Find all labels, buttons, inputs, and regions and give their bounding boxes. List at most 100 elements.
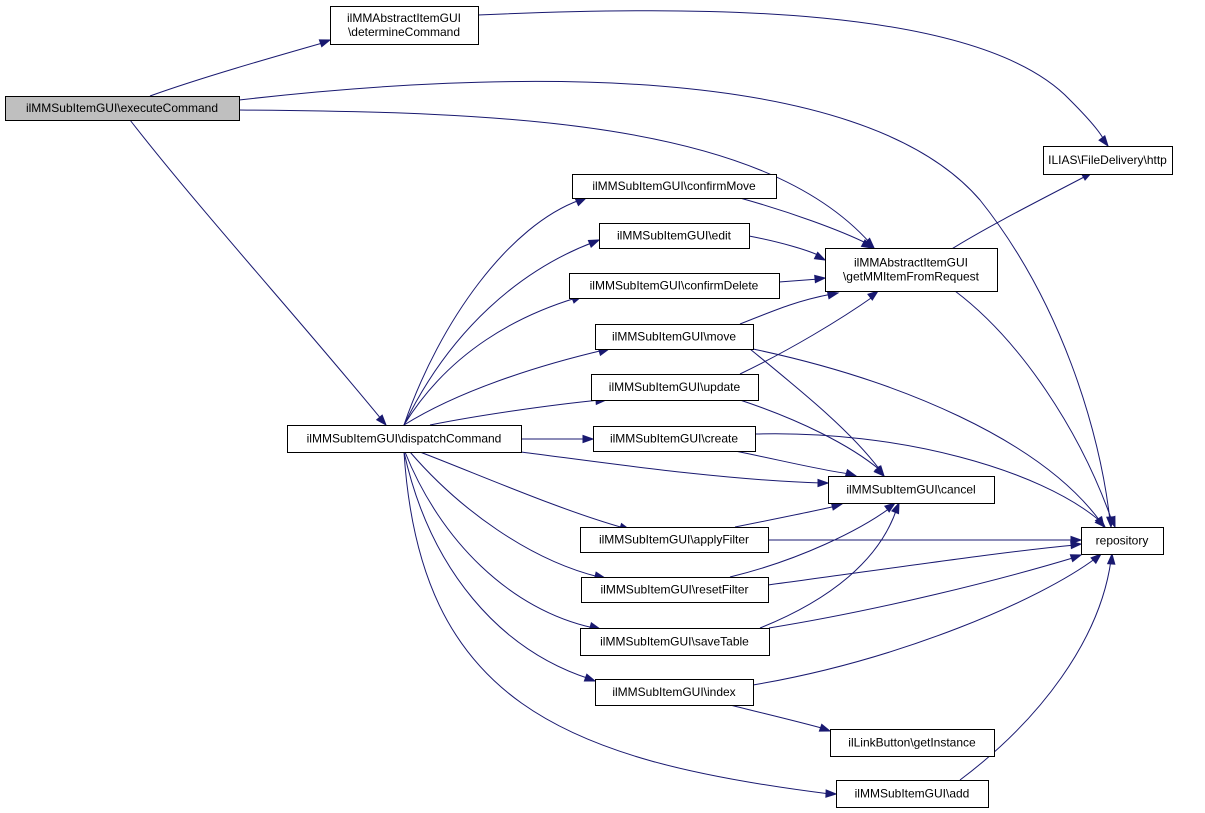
edge-applyFilter-to-cancel <box>734 502 844 528</box>
node-edit[interactable]: ilMMSubItemGUI\edit <box>599 223 750 249</box>
node-label: ilMMSubItemGUI\dispatchCommand <box>307 432 502 446</box>
node-box <box>593 426 756 452</box>
node-box <box>1043 146 1173 175</box>
edge-determineCommand-to-fileDeliveryHttp <box>477 10 1109 148</box>
edges <box>129 10 1116 798</box>
arrowhead <box>318 39 332 48</box>
node-label: ilMMSubItemGUI\applyFilter <box>599 533 749 547</box>
node-label: ilMMSubItemGUI\resetFilter <box>600 583 748 597</box>
arrowhead <box>813 251 827 261</box>
node-add[interactable]: ilMMSubItemGUI\add <box>836 780 989 808</box>
node-update[interactable]: ilMMSubItemGUI\update <box>591 374 759 401</box>
node-box <box>330 6 479 45</box>
arrowhead <box>860 239 874 249</box>
node-label: ilMMSubItemGUI\move <box>612 330 736 344</box>
node-box <box>580 527 769 553</box>
arrowhead <box>826 291 840 300</box>
node-box <box>828 476 995 504</box>
node-label: ILIAS\FileDelivery\http <box>1048 153 1167 167</box>
arrowhead <box>1107 515 1116 529</box>
edge-resetFilter-to-cancel <box>729 502 897 578</box>
arrowhead <box>1094 516 1107 529</box>
arrowhead <box>375 414 387 427</box>
node-label: ilMMSubItemGUI\confirmDelete <box>590 279 759 293</box>
arrowhead <box>574 197 588 207</box>
arrowhead <box>582 434 595 444</box>
node-label: ilMMSubItemGUI\update <box>609 380 741 394</box>
arrowhead <box>825 789 838 798</box>
node-saveTable[interactable]: ilMMSubItemGUI\saveTable <box>580 628 770 656</box>
node-box <box>830 729 995 757</box>
node-executeCommand[interactable]: ilMMSubItemGUI\executeCommand <box>5 96 240 121</box>
edge-dispatchCommand-to-confirmMove <box>403 197 588 426</box>
node-label: repository <box>1096 534 1149 548</box>
arrowhead <box>1069 554 1083 563</box>
node-box <box>591 374 759 401</box>
edge-getMMItemFromRequest-to-repository <box>954 290 1116 529</box>
node-label: ilLinkButton\getInstance <box>848 736 976 750</box>
node-label: \determineCommand <box>348 25 460 39</box>
edge-executeCommand-to-getMMItemFromRequest <box>238 109 876 250</box>
node-confirmDelete[interactable]: ilMMSubItemGUI\confirmDelete <box>569 273 780 299</box>
edge-executeCommand-to-dispatchCommand <box>129 119 387 427</box>
arrowhead <box>1070 540 1083 550</box>
arrowhead <box>817 478 830 488</box>
arrowhead <box>583 673 597 682</box>
node-label: ilMMSubItemGUI\create <box>610 432 738 446</box>
node-label: ilMMAbstractItemGUI <box>347 11 461 25</box>
nodes: ilMMSubItemGUI\executeCommand ilMMAbstrac… <box>5 6 1173 808</box>
node-repository[interactable]: repository <box>1081 527 1164 555</box>
node-label: ilMMSubItemGUI\add <box>855 787 970 801</box>
edge-edit-to-getMMItemFromRequest <box>748 235 827 261</box>
edge-confirmDelete-to-getMMItemFromRequest <box>778 274 827 284</box>
node-linkButtonGetInstance[interactable]: ilLinkButton\getInstance <box>830 729 995 757</box>
edge-dispatchCommand-to-add <box>403 451 838 798</box>
node-determineCommand[interactable]: ilMMAbstractItemGUI\determineCommand <box>330 6 479 45</box>
arrowhead <box>1106 552 1116 565</box>
node-box <box>581 577 769 603</box>
node-box <box>599 223 750 249</box>
node-cancel[interactable]: ilMMSubItemGUI\cancel <box>828 476 995 504</box>
node-confirmMove[interactable]: ilMMSubItemGUI\confirmMove <box>572 174 777 199</box>
node-dispatchCommand[interactable]: ilMMSubItemGUI\dispatchCommand <box>287 425 522 453</box>
node-box <box>569 273 780 299</box>
edge-executeCommand-to-repository <box>238 80 1115 529</box>
edge-dispatchCommand-to-cancel <box>520 451 830 488</box>
node-box <box>572 174 777 199</box>
arrowhead <box>818 723 832 732</box>
node-fileDeliveryHttp[interactable]: ILIAS\FileDelivery\http <box>1043 146 1173 175</box>
node-move[interactable]: ilMMSubItemGUI\move <box>595 324 754 350</box>
edge-update-to-getMMItemFromRequest <box>739 290 880 375</box>
node-create[interactable]: ilMMSubItemGUI\create <box>593 426 756 452</box>
node-resetFilter[interactable]: ilMMSubItemGUI\resetFilter <box>581 577 769 603</box>
edge-move-to-getMMItemFromRequest <box>739 291 840 325</box>
edge-applyFilter-to-repository <box>768 535 1083 545</box>
node-label: ilMMSubItemGUI\edit <box>617 229 732 243</box>
edge-saveTable-to-cancel <box>759 501 900 629</box>
edge-resetFilter-to-repository <box>767 540 1083 586</box>
node-box <box>825 248 998 292</box>
node-label: ilMMSubItemGUI\saveTable <box>600 635 749 649</box>
edge-dispatchCommand-to-applyFilter <box>419 451 632 532</box>
edge-dispatchCommand-to-create <box>521 434 595 444</box>
arrowhead <box>867 290 880 301</box>
edge-update-to-cancel <box>739 399 886 478</box>
edge-saveTable-to-repository <box>768 554 1083 629</box>
node-applyFilter[interactable]: ilMMSubItemGUI\applyFilter <box>580 527 769 553</box>
edge-dispatchCommand-to-resetFilter <box>409 451 607 580</box>
node-box <box>595 324 754 350</box>
node-label: ilMMSubItemGUI\index <box>612 685 735 699</box>
node-box <box>580 628 770 656</box>
node-label: ilMMAbstractItemGUI <box>854 256 968 270</box>
edge-executeCommand-to-determineCommand <box>149 39 332 97</box>
node-label: ilMMSubItemGUI\executeCommand <box>26 101 218 115</box>
node-getMMItemFromRequest[interactable]: ilMMAbstractItemGUI\getMMItemFromRequest <box>825 248 998 292</box>
arrowhead <box>1090 553 1103 565</box>
node-box <box>287 425 522 453</box>
node-box <box>1081 527 1164 555</box>
arrowhead <box>873 465 886 478</box>
edge-confirmMove-to-getMMItemFromRequest <box>739 197 874 249</box>
node-index[interactable]: ilMMSubItemGUI\index <box>595 679 754 706</box>
edge-dispatchCommand-to-move <box>403 347 611 426</box>
